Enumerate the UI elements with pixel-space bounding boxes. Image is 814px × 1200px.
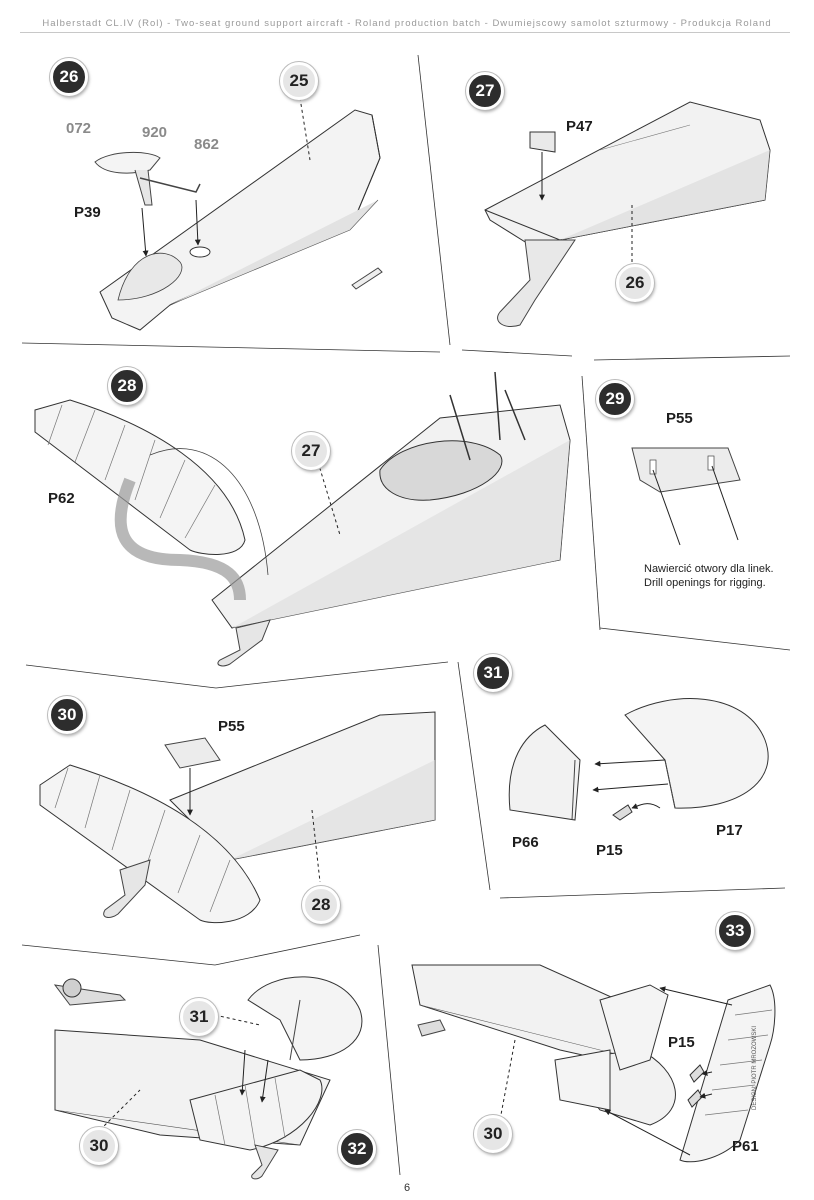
step-26-ref-badge: 25 xyxy=(280,62,318,100)
part-p17-label: P17 xyxy=(716,822,743,839)
step-33-ref-badge: 30 xyxy=(474,1115,512,1153)
page-number: 6 xyxy=(403,1182,411,1194)
part-p55-label-30: P55 xyxy=(218,718,245,735)
step-28-ref-badge: 27 xyxy=(292,432,330,470)
note-polish: Nawiercić otwory dla linek. xyxy=(644,563,774,575)
step-30-badge: 30 xyxy=(48,696,86,734)
part-p15-label: P15 xyxy=(596,842,623,859)
part-p62-label: P62 xyxy=(48,490,75,507)
step29-drawing xyxy=(631,447,741,546)
header-divider xyxy=(20,32,790,33)
part-p61-label: P61 xyxy=(732,1138,759,1155)
step-28-badge: 28 xyxy=(108,367,146,405)
step32-drawing xyxy=(53,976,363,1180)
part-920-label: 920 xyxy=(142,124,168,141)
step-32-ref-30-badge: 30 xyxy=(80,1127,118,1165)
part-p15-label-33: P15 xyxy=(668,1034,695,1051)
step-33-badge: 33 xyxy=(716,912,754,950)
note-english: Drill openings for rigging. xyxy=(644,577,766,589)
step30-drawing xyxy=(39,711,436,924)
part-072-label: 072 xyxy=(66,120,92,137)
step33-drawing xyxy=(411,964,776,1163)
step-32-ref-31-badge: 31 xyxy=(180,998,218,1036)
step-30-ref-badge: 28 xyxy=(302,886,340,924)
step-27-ref-badge: 26 xyxy=(616,264,654,302)
step-29-note: Nawiercić otwory dla linek. Drill openin… xyxy=(644,562,774,590)
step27-drawing xyxy=(484,101,771,327)
step-29-badge: 29 xyxy=(596,380,634,418)
step-32-badge: 32 xyxy=(338,1130,376,1168)
step26-drawing xyxy=(94,97,383,331)
part-p55-label: P55 xyxy=(666,410,693,427)
part-p47-label: P47 xyxy=(566,118,593,135)
part-p39-label: P39 xyxy=(74,204,101,221)
step28-drawing xyxy=(34,371,571,667)
designer-credit: DESIGN: PIOTR MROZOWSKI xyxy=(752,1025,758,1110)
step-31-badge: 31 xyxy=(474,654,512,692)
step31-drawing xyxy=(508,698,769,821)
page-header: Halberstadt CL.IV (Rol) - Two-seat groun… xyxy=(42,18,772,29)
part-862-label: 862 xyxy=(194,136,220,153)
step-26-badge: 26 xyxy=(50,58,88,96)
step-27-badge: 27 xyxy=(466,72,504,110)
panel-dividers xyxy=(21,54,791,1176)
part-p66-label: P66 xyxy=(512,834,539,851)
